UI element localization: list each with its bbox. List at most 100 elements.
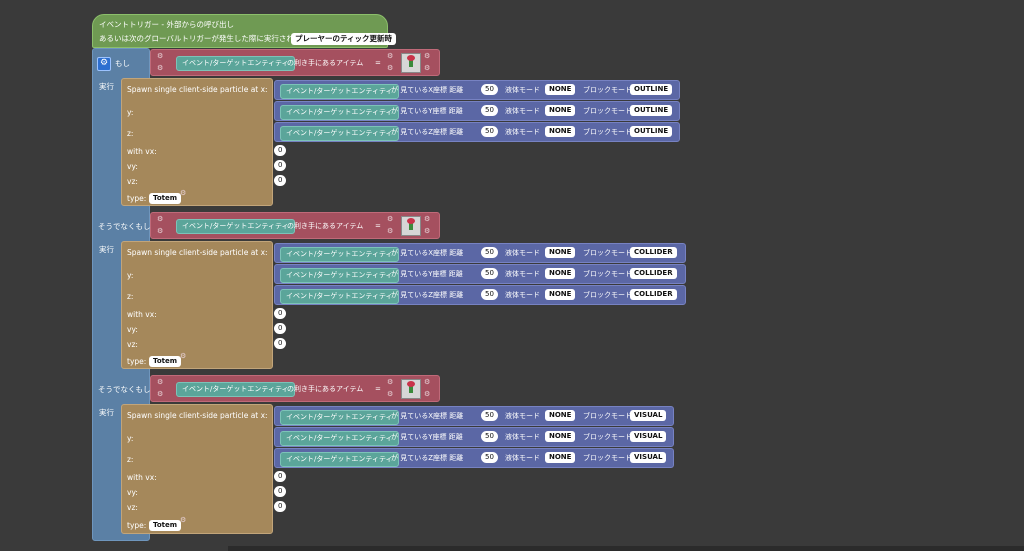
look-y-label: が 見ているY座標 距離 [391,433,463,441]
gear-icon: ⚙ [424,227,431,235]
distance-value[interactable]: 50 [481,268,498,279]
item-condition-block[interactable]: ⚙ ⚙ イベント/ターゲットエンティティ の利き手にあるアイテム = ⚙ ⚙ ⚙… [150,375,440,402]
vz-value[interactable]: 0 [274,175,287,186]
entity-block[interactable]: イベント/ターゲットエンティティ [280,289,399,304]
block-mode-label: ブロックモード [583,107,632,115]
raytrace-y-block[interactable]: イベント/ターゲットエンティティ が 見ているY座標 距離 50 液体モード N… [274,264,686,284]
do-label: 実行 [99,82,114,91]
particle-x-label: Spawn single client-side particle at x: [127,85,268,94]
particle-y-label: y: [127,434,134,443]
do-label: 実行 [99,408,114,417]
equals-operator: = [375,222,381,230]
gear-icon: ⚙ [387,390,394,398]
entity-block[interactable]: イベント/ターゲットエンティティ [280,105,399,120]
vx-value[interactable]: 0 [274,145,287,156]
block-mode-dropdown[interactable]: COLLIDER [630,289,677,300]
block-mode-dropdown[interactable]: COLLIDER [630,268,677,279]
raytrace-x-block[interactable]: イベント/ターゲットエンティティ が 見ているX座標 距離 50 液体モード N… [274,406,674,426]
distance-value[interactable]: 50 [481,410,498,421]
fluid-mode-dropdown[interactable]: NONE [545,105,576,116]
entity-block[interactable]: イベント/ターゲットエンティティ [280,410,399,425]
gear-icon: ⚙ [157,64,164,72]
item-condition-block[interactable]: ⚙ ⚙ イベント/ターゲットエンティティ の利き手にあるアイテム = ⚙ ⚙ ⚙… [150,49,440,76]
block-mode-dropdown[interactable]: VISUAL [630,410,667,421]
particle-y-label: y: [127,271,134,280]
gear-icon: ⚙ [387,378,394,386]
raytrace-z-block[interactable]: イベント/ターゲットエンティティ が 見ているZ座標 距離 50 液体モード N… [274,122,680,142]
vx-value[interactable]: 0 [274,471,287,482]
fluid-mode-dropdown[interactable]: NONE [545,268,576,279]
raytrace-z-block[interactable]: イベント/ターゲットエンティティ が 見ているZ座標 距離 50 液体モード N… [274,285,686,305]
fluid-mode-dropdown[interactable]: NONE [545,247,576,258]
block-mode-label: ブロックモード [583,128,632,136]
particle-type-dropdown[interactable]: Totem [149,520,182,531]
entity-block[interactable]: イベント/ターゲットエンティティ [176,219,295,234]
block-mode-dropdown[interactable]: VISUAL [630,431,667,442]
event-trigger-block[interactable]: イベントトリガー - 外部からの呼び出し あるいは次のグローバルトリガーが発生し… [92,14,397,48]
block-mode-dropdown[interactable]: OUTLINE [630,84,673,95]
entity-block[interactable]: イベント/ターゲットエンティティ [280,84,399,99]
entity-block[interactable]: イベント/ターゲットエンティティ [176,382,295,397]
particle-vz-label: vz: [127,340,138,349]
fluid-mode-dropdown[interactable]: NONE [545,431,576,442]
particle-z-label: z: [127,455,134,464]
raytrace-y-block[interactable]: イベント/ターゲットエンティティ が 見ているY座標 距離 50 液体モード N… [274,427,674,447]
entity-block[interactable]: イベント/ターゲットエンティティ [176,56,295,71]
item-condition-block[interactable]: ⚙ ⚙ イベント/ターゲットエンティティ の利き手にあるアイテム = ⚙ ⚙ ⚙… [150,212,440,239]
spawn-particle-block[interactable]: Spawn single client-side particle at x: … [121,241,273,369]
look-y-label: が 見ているY座標 距離 [391,107,463,115]
look-x-label: が 見ているX座標 距離 [391,412,464,420]
distance-value[interactable]: 50 [481,452,498,463]
fluid-mode-dropdown[interactable]: NONE [545,126,576,137]
distance-value[interactable]: 50 [481,126,498,137]
block-mode-label: ブロックモード [583,291,632,299]
vy-value[interactable]: 0 [274,160,287,171]
block-mode-label: ブロックモード [583,412,632,420]
raytrace-y-block[interactable]: イベント/ターゲットエンティティ が 見ているY座標 距離 50 液体モード N… [274,101,680,121]
particle-type-dropdown[interactable]: Totem [149,356,182,367]
block-mode-label: ブロックモード [583,270,632,278]
equals-operator: = [375,59,381,67]
vy-value[interactable]: 0 [274,323,287,334]
gear-icon[interactable]: ⚙ [97,57,111,71]
global-trigger-label: あるいは次のグローバルトリガーが発生した際に実行される: [99,34,304,43]
raytrace-z-block[interactable]: イベント/ターゲットエンティティ が 見ているZ座標 距離 50 液体モード N… [274,448,674,468]
vz-value[interactable]: 0 [274,338,287,349]
fluid-mode-label: 液体モード [505,291,540,299]
vy-value[interactable]: 0 [274,486,287,497]
entity-block[interactable]: イベント/ターゲットエンティティ [280,268,399,283]
spawn-particle-block[interactable]: Spawn single client-side particle at x: … [121,78,273,206]
entity-block[interactable]: イベント/ターゲットエンティティ [280,431,399,446]
particle-x-label: Spawn single client-side particle at x: [127,248,268,257]
block-mode-dropdown[interactable]: OUTLINE [630,105,673,116]
global-trigger-dropdown[interactable]: プレーヤーのティック更新時 [291,33,397,45]
fluid-mode-dropdown[interactable]: NONE [545,410,576,421]
fluid-mode-dropdown[interactable]: NONE [545,289,576,300]
entity-block[interactable]: イベント/ターゲットエンティティ [280,452,399,467]
gear-icon: ⚙ [387,52,394,60]
block-mode-dropdown[interactable]: COLLIDER [630,247,677,258]
red-flower-icon[interactable] [401,379,421,399]
entity-block[interactable]: イベント/ターゲットエンティティ [280,126,399,141]
red-flower-icon[interactable] [401,53,421,73]
spawn-particle-block[interactable]: Spawn single client-side particle at x: … [121,404,273,534]
vx-value[interactable]: 0 [274,308,287,319]
fluid-mode-dropdown[interactable]: NONE [545,84,576,95]
fluid-mode-label: 液体モード [505,107,540,115]
distance-value[interactable]: 50 [481,431,498,442]
distance-value[interactable]: 50 [481,84,498,95]
block-mode-dropdown[interactable]: VISUAL [630,452,667,463]
look-x-label: が 見ているX座標 距離 [391,249,464,257]
raytrace-x-block[interactable]: イベント/ターゲットエンティティ が 見ているX座標 距離 50 液体モード N… [274,80,680,100]
red-flower-icon[interactable] [401,216,421,236]
distance-value[interactable]: 50 [481,289,498,300]
distance-value[interactable]: 50 [481,105,498,116]
vz-value[interactable]: 0 [274,501,287,512]
distance-value[interactable]: 50 [481,247,498,258]
entity-block[interactable]: イベント/ターゲットエンティティ [280,247,399,262]
fluid-mode-dropdown[interactable]: NONE [545,452,576,463]
raytrace-x-block[interactable]: イベント/ターゲットエンティティ が 見ているX座標 距離 50 液体モード N… [274,243,686,263]
block-mode-dropdown[interactable]: OUTLINE [630,126,673,137]
particle-type-dropdown[interactable]: Totem [149,193,182,204]
particle-x-label: Spawn single client-side particle at x: [127,411,268,420]
